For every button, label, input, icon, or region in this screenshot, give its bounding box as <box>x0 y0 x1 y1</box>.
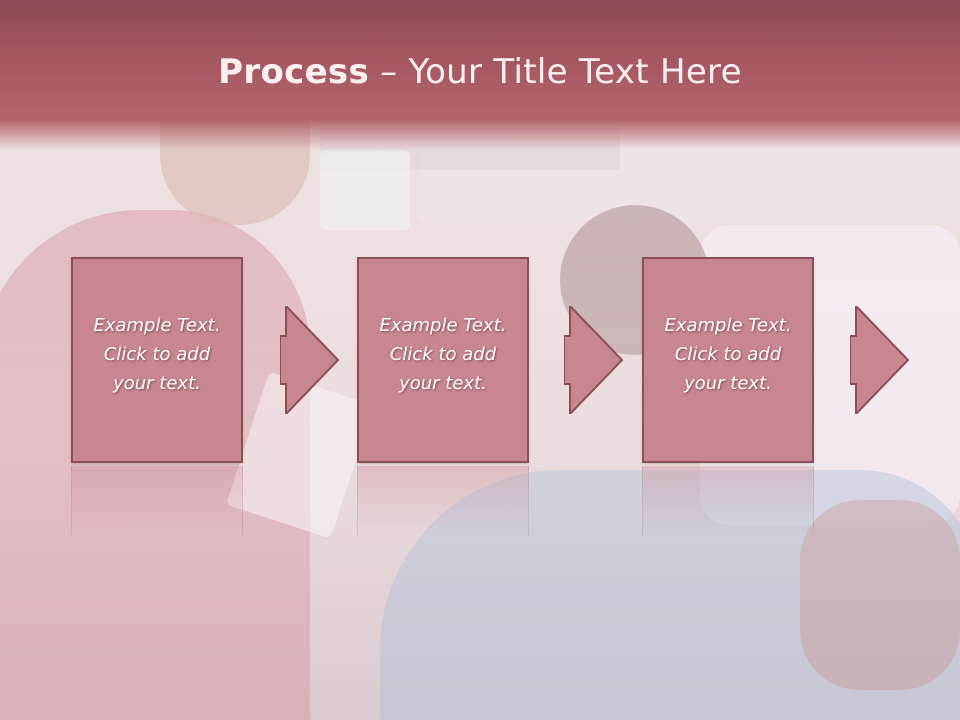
process-step-3[interactable]: Example Text. Click to add your text. <box>642 257 814 463</box>
title-bold: Process <box>218 52 370 92</box>
medical-machine <box>320 150 410 230</box>
step-2-text[interactable]: Example Text. Click to add your text. <box>379 315 507 394</box>
title-rest: – Your Title Text Here <box>369 52 742 92</box>
step-1-text[interactable]: Example Text. Click to add your text. <box>93 315 221 394</box>
wall-panel <box>420 140 960 220</box>
step-3-text[interactable]: Example Text. Click to add your text. <box>664 315 792 394</box>
arrow-right-icon <box>564 306 624 414</box>
patient-arm <box>800 500 960 690</box>
step-1-reflection <box>71 466 243 536</box>
step-2-reflection <box>357 466 529 536</box>
slide-title[interactable]: Process – Your Title Text Here <box>0 52 960 92</box>
step-3-reflection <box>642 466 814 536</box>
arrow-right-icon <box>280 306 340 414</box>
process-step-2[interactable]: Example Text. Click to add your text. <box>357 257 529 463</box>
process-step-1[interactable]: Example Text. Click to add your text. <box>71 257 243 463</box>
arrow-right-icon <box>850 306 910 414</box>
title-band <box>0 0 960 150</box>
